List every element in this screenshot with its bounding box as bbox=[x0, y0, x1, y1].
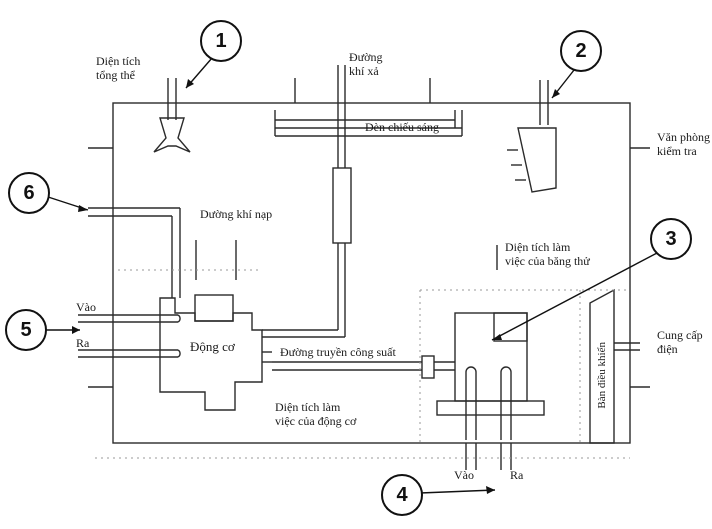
label-overall-area: Diện tích tổng thể bbox=[96, 54, 141, 82]
label-intake-duct: Dường khí nạp bbox=[198, 207, 275, 221]
label-test-bench-area: Diện tích làm việc của băng thử bbox=[505, 240, 590, 268]
callout-1: 1 bbox=[200, 20, 242, 62]
label-control-office: Văn phòng kiểm tra bbox=[657, 130, 710, 158]
label-power-transmission: Đường truyền công suất bbox=[278, 345, 398, 359]
lighting-strip bbox=[274, 110, 463, 137]
power-shaft bbox=[272, 355, 455, 379]
callout-2: 2 bbox=[560, 30, 602, 72]
label-inlet-left: Vào bbox=[76, 300, 96, 314]
label-engine-work-area: Diện tích làm việc của động cơ bbox=[275, 400, 357, 428]
water-lines-left bbox=[78, 314, 181, 358]
label-outlet-bottom: Ra bbox=[510, 468, 524, 482]
label-power-supply: Cung cấp điện bbox=[657, 328, 703, 356]
exhaust-duct bbox=[262, 65, 352, 338]
dynamometer bbox=[436, 312, 545, 470]
control-panel bbox=[589, 288, 615, 444]
callout-6: 6 bbox=[8, 172, 50, 214]
label-exhaust-duct: Đường khí xả bbox=[349, 50, 383, 78]
room-wall bbox=[112, 102, 631, 444]
label-lighting: Dèn chiếu sáng bbox=[365, 120, 439, 134]
label-outlet-left: Ra bbox=[76, 336, 90, 350]
exhaust-fan-icon bbox=[507, 80, 557, 193]
ventilation-inlet-icon bbox=[153, 78, 191, 153]
callout-5: 5 bbox=[5, 309, 47, 351]
intake-duct bbox=[88, 207, 237, 298]
label-control-panel: Bàn điều khiển bbox=[596, 342, 608, 409]
callout-4: 4 bbox=[381, 474, 423, 516]
engine-block bbox=[159, 294, 272, 411]
label-engine: Động cơ bbox=[190, 339, 235, 354]
label-inlet-bottom: Vào bbox=[454, 468, 474, 482]
callout-3: 3 bbox=[650, 218, 692, 260]
